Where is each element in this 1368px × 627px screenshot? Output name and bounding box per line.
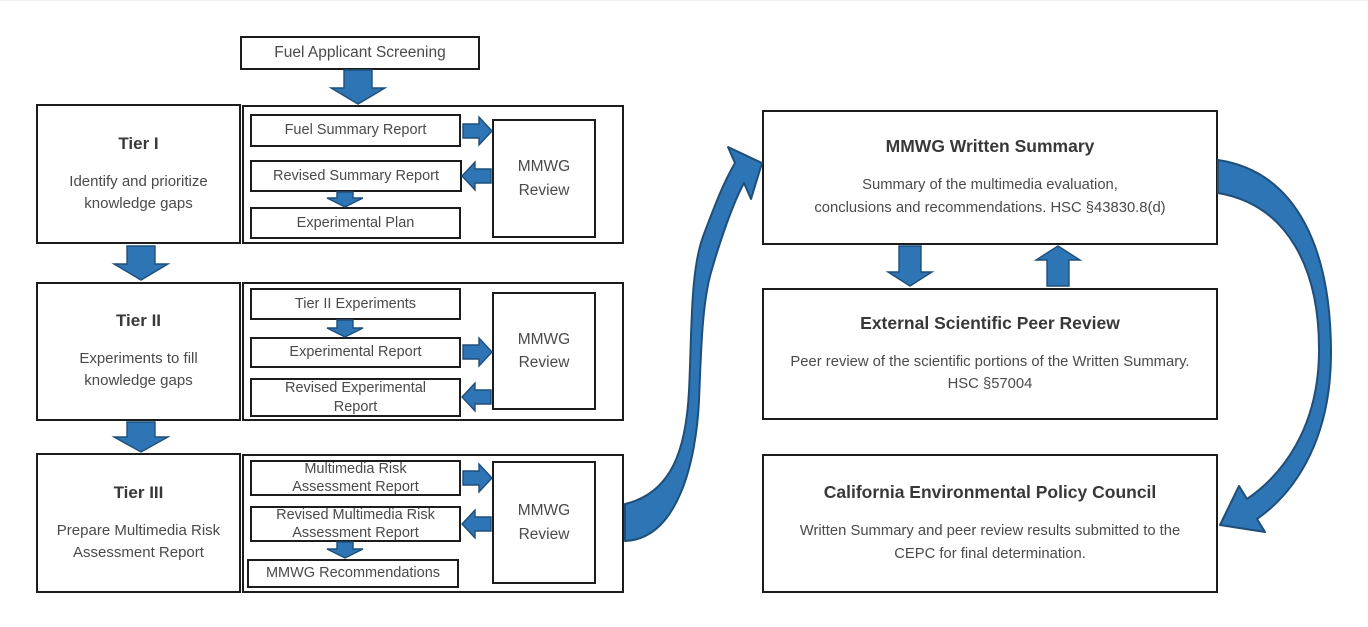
arrow-tier3-to-written-summary-icon [624,146,763,542]
arrow-tier2-to-tier3-icon [111,421,171,453]
california-environmental-policy-council-box: California Environmental Policy Council … [762,454,1218,593]
tier2-mmwg-review-box: MMWG Review [492,292,596,410]
tier3-description: Prepare Multimedia Risk Assessment Repor… [56,521,221,561]
external-scientific-peer-review-title: External Scientific Peer Review [860,312,1120,333]
tier2-step-tier2-experiments: Tier II Experiments [250,288,461,320]
tier3-step-revised-multimedia-risk-assessment-report: Revised Multimedia Risk Assessment Repor… [250,506,461,542]
arrow-tier1-to-tier2-icon [111,245,171,281]
mmwg-written-summary-box: MMWG Written Summary Summary of the mult… [762,110,1218,245]
tier1-process-container [242,105,624,244]
fuel-applicant-screening-box: Fuel Applicant Screening [240,36,480,70]
tier2-step-experimental-report: Experimental Report [250,337,461,368]
tier1-mmwg-review-box: MMWG Review [492,119,596,238]
tier2-title: Tier II [115,311,162,331]
tier3-step-mmwg-recommendations: MMWG Recommendations [247,559,459,588]
arrow-screening-to-tier1-icon [328,69,388,105]
tier2-step-revised-experimental-report: Revised Experimental Report [250,378,461,417]
tier1-step-revised-summary-report: Revised Summary Report [250,160,462,192]
tier3-process-container [242,454,624,593]
tier3-mmwg-review-box: MMWG Review [492,461,596,584]
arrow-written-summary-to-cepc-icon [1217,159,1332,533]
tier1-step-experimental-plan: Experimental Plan [250,207,461,239]
tier3-box: Tier III Prepare Multimedia Risk Assessm… [36,453,241,593]
tier2-box: Tier II Experiments to fill knowledge ga… [36,282,241,421]
california-environmental-policy-council-title: California Environmental Policy Council [823,482,1157,503]
tier1-title: Tier I [118,133,159,153]
tier2-description: Experiments to fill knowledge gaps [79,350,198,389]
tier1-box: Tier I Identify and prioritize knowledge… [36,104,241,244]
california-environmental-policy-council-description: Written Summary and peer review results … [799,523,1181,562]
mmwg-written-summary-description: Summary of the multimedia evaluation, co… [814,177,1166,216]
tier2-process-container [242,282,624,421]
external-scientific-peer-review-description: Peer review of the scientific portions o… [790,353,1190,392]
mmwg-written-summary-title: MMWG Written Summary [885,136,1095,157]
tier3-title: Tier III [113,482,164,502]
tier1-step-fuel-summary-report: Fuel Summary Report [250,114,461,147]
tier3-step-multimedia-risk-assessment-report: Multimedia Risk Assessment Report [250,460,461,496]
arrow-written-summary-to-peer-review-icon [885,245,935,287]
arrow-peer-review-to-written-summary-icon [1033,245,1083,287]
external-scientific-peer-review-box: External Scientific Peer Review Peer rev… [762,288,1218,420]
fuel-applicant-screening-label: Fuel Applicant Screening [274,44,446,61]
tier1-description: Identify and prioritize knowledge gaps [69,172,208,212]
